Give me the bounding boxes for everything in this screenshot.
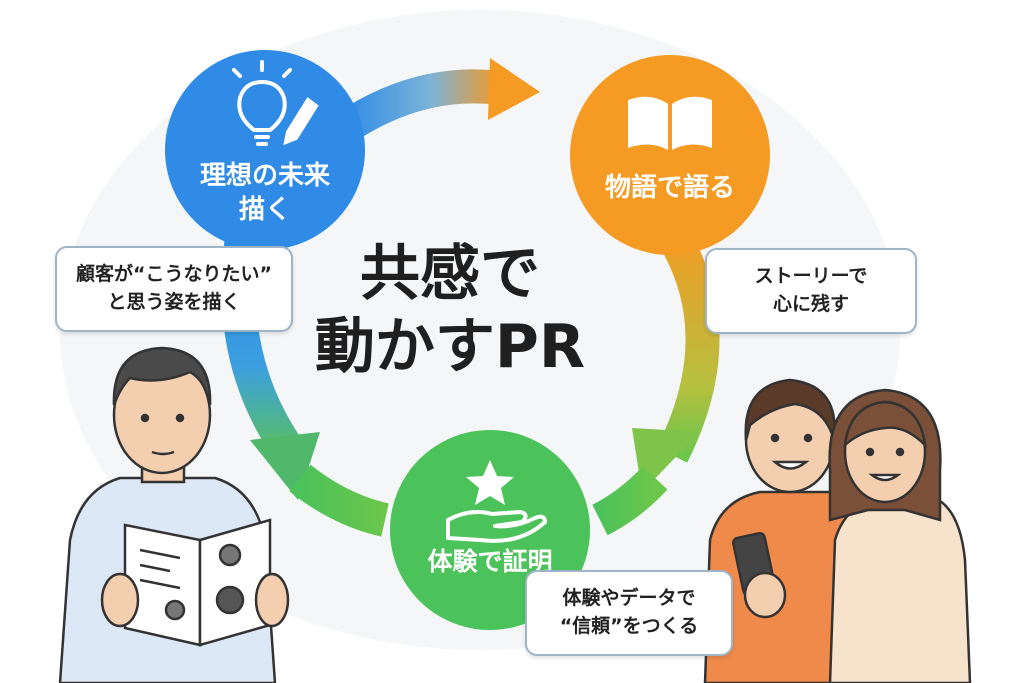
- trust-callout-line1: 体験やデータで: [562, 587, 696, 610]
- arrow-bottom-flow: [289, 464, 668, 537]
- vision-node-label: 理想の未来 描く: [180, 160, 350, 228]
- customer-callout-line1: 顧客が“こうなりたい”: [76, 263, 272, 286]
- couple-with-smartphone-illustration: [703, 378, 972, 683]
- trust-callout-line2: “信頼”をつくる: [559, 615, 699, 637]
- story-callout-line2: 心に残す: [772, 293, 849, 315]
- trust-callout: 体験やデータで “信頼”をつくる: [525, 570, 733, 656]
- customer-callout: 顧客が“こうなりたい” と思う姿を描く: [55, 246, 293, 332]
- center-title: 共感で 動かすPR: [300, 238, 600, 384]
- story-node-label: 物語で語る: [590, 172, 750, 206]
- story-circle: [570, 55, 770, 255]
- arrow-vision-to-story: [335, 58, 540, 143]
- vision-node-line2: 描く: [238, 194, 291, 225]
- center-title-line1: 共感で: [360, 239, 540, 309]
- vision-node-line1: 理想の未来: [199, 161, 330, 191]
- story-callout: ストーリーで 心に残す: [705, 248, 917, 334]
- man-reading-brochure-illustration: [58, 346, 290, 683]
- customer-callout-line2: と思う姿を描く: [107, 291, 241, 313]
- story-callout-line1: ストーリーで: [754, 265, 868, 288]
- story-node-line1: 物語で語る: [604, 173, 735, 203]
- lightbulb-pencil-icon: [232, 60, 319, 146]
- center-title-line2: 動かすPR: [314, 312, 586, 383]
- vision-circle: [165, 50, 365, 250]
- hand-star-icon: [446, 460, 547, 543]
- open-book-icon: [628, 96, 712, 150]
